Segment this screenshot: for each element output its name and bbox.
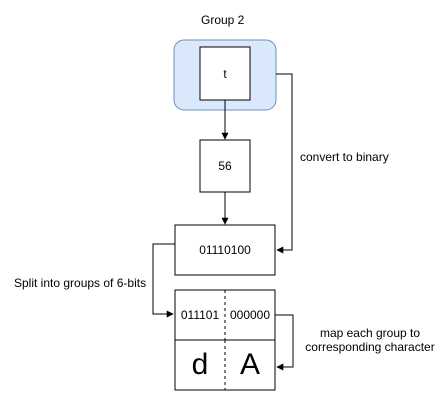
char-text: t	[223, 66, 227, 81]
group2-char-text: A	[239, 348, 260, 381]
arrow-convert-to-binary	[276, 73, 293, 254]
arrow-split-into-groups	[152, 243, 175, 318]
ascii-box	[199, 139, 251, 193]
ascii-text: 56	[218, 159, 232, 173]
map-label-line-1: map each group to	[319, 326, 421, 340]
binary-text: 01110100	[199, 243, 251, 257]
group1-char-text: d	[191, 348, 209, 381]
map-label-line-2: corresponding character	[305, 340, 435, 354]
group-title: Group 2	[201, 13, 245, 27]
group1-bits-text: 011101	[180, 308, 220, 322]
split-label: Split into groups of 6-bits	[14, 276, 147, 290]
binary-box	[174, 224, 276, 276]
group2-bits-text: 000000	[229, 308, 271, 322]
map-label: map each group to corresponding characte…	[300, 326, 440, 354]
char-box	[199, 46, 251, 101]
convert-label: convert to binary	[300, 150, 389, 164]
arrow-map-to-characters	[275, 314, 294, 371]
